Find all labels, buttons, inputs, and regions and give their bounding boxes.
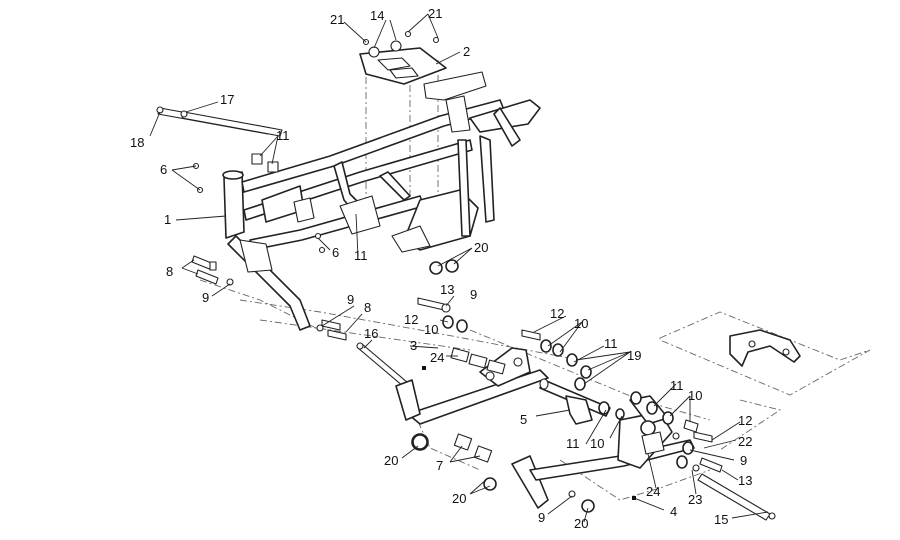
label-15: 15 [714, 512, 728, 527]
label-7: 7 [436, 458, 443, 473]
label-22: 22 [738, 434, 752, 449]
label-23: 23 [688, 492, 702, 507]
label-2: 2 [463, 44, 470, 59]
label-9-right-frame: 9 [347, 292, 354, 307]
label-24-center: 24 [430, 350, 444, 365]
label-9-center: 9 [470, 287, 477, 302]
label-20-left: 20 [384, 453, 398, 468]
label-20-bottom-left: 20 [452, 491, 466, 506]
label-6-left: 6 [160, 162, 167, 177]
label-8-right: 8 [364, 300, 371, 315]
footrest-bracket-4 [511, 395, 695, 509]
label-13-top: 13 [440, 282, 454, 297]
label-10-center: 10 [424, 322, 438, 337]
label-12-right: 12 [738, 413, 752, 428]
label-20-bottom: 20 [574, 516, 588, 531]
label-3: 3 [410, 338, 417, 353]
label-6-right: 6 [332, 245, 339, 260]
label-14: 14 [370, 8, 384, 23]
assembly-dashed-lines [199, 60, 871, 501]
label-21-right: 21 [428, 6, 442, 21]
label-10-lower: 10 [590, 436, 604, 451]
label-11-lower: 11 [566, 436, 580, 451]
label-12-upper: 12 [550, 306, 564, 321]
label-20-top: 20 [474, 240, 488, 255]
leader-lines [149, 13, 769, 523]
label-19: 19 [627, 348, 641, 363]
label-10-right: 10 [688, 388, 702, 403]
side-bracket [729, 329, 801, 367]
part-number-labels: 21 14 21 2 17 18 11 6 1 6 11 20 8 9 13 9… [130, 6, 752, 531]
label-24-lower: 24 [646, 484, 660, 499]
label-11-top: 11 [276, 128, 290, 143]
label-4: 4 [670, 504, 677, 519]
label-1: 1 [164, 212, 171, 227]
label-11-frame: 11 [354, 248, 368, 263]
label-11-mid: 11 [604, 336, 618, 351]
label-9-right: 9 [740, 453, 747, 468]
label-5: 5 [520, 412, 527, 427]
main-frame [222, 71, 541, 331]
label-11-right: 11 [670, 378, 684, 393]
label-16: 16 [364, 326, 378, 341]
label-13-right: 13 [738, 473, 752, 488]
label-12-center: 12 [404, 312, 418, 327]
label-9-left: 9 [202, 290, 209, 305]
spacer-5 [539, 378, 611, 425]
label-18: 18 [130, 135, 144, 150]
label-10-upper: 10 [574, 316, 588, 331]
label-9-bottom: 9 [538, 510, 545, 525]
label-21-left: 21 [330, 12, 344, 27]
subframe-3 [395, 347, 549, 451]
label-17: 17 [220, 92, 234, 107]
center-bushings [417, 297, 592, 391]
label-8-left: 8 [166, 264, 173, 279]
top-plate [359, 30, 447, 85]
